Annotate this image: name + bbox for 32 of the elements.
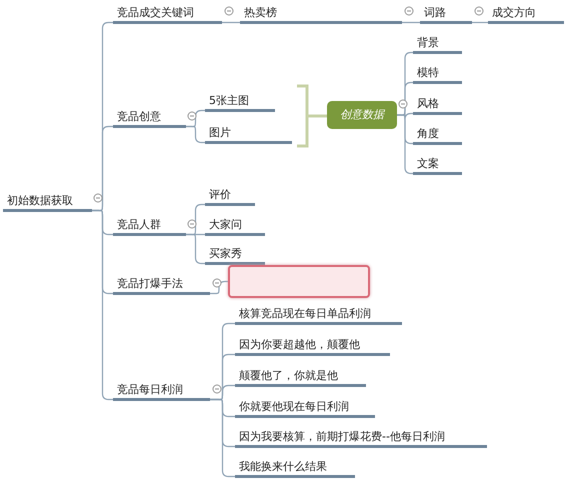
connector-line [402, 22, 420, 24]
topic-label: 竞品创意 [113, 109, 186, 128]
connector-line [186, 234, 205, 264]
highlight-box [228, 265, 370, 298]
connector-line [186, 126, 205, 144]
connector-line [210, 280, 228, 294]
topic-label: 热卖榜 [240, 5, 402, 24]
topic-label: 大家问 [205, 217, 265, 236]
topic-label: 核算竞品现在每日单品利润 [235, 306, 402, 325]
connector-line [472, 22, 488, 24]
topic-label: 风格 [413, 96, 462, 115]
connector-line [222, 22, 240, 24]
topic-label: 图片 [205, 125, 292, 144]
topic-label: 因为我要核算，前期打爆花费--他每日利润 [235, 429, 487, 448]
topic-label: 初始数据获取 [3, 193, 92, 212]
topic-label: 角度 [413, 126, 462, 145]
topic-label: 颠覆他了，你就是他 [235, 368, 366, 387]
topic-label: 因为你要超越他，颠覆他 [235, 337, 390, 356]
topic-label: 你就要他现在每日利润 [235, 399, 375, 418]
topic-label: 我能换来什么结果 [235, 459, 355, 478]
topic-label: 背景 [413, 35, 462, 54]
summary-box: 创意数据 [327, 101, 397, 129]
topic-label: 竞品打爆手法 [113, 276, 210, 295]
topic-label: 模特 [413, 65, 462, 84]
topic-label: 文案 [413, 156, 462, 175]
topic-label: 竞品成交关键词 [113, 5, 222, 24]
topic-label: 词路 [420, 5, 472, 24]
topic-label: 评价 [205, 187, 255, 206]
topic-label: 竞品每日利润 [113, 382, 210, 401]
topic-label: 成交方向 [488, 5, 564, 24]
topic-label: 5张主图 [205, 93, 275, 112]
topic-label: 竞品人群 [113, 217, 186, 236]
